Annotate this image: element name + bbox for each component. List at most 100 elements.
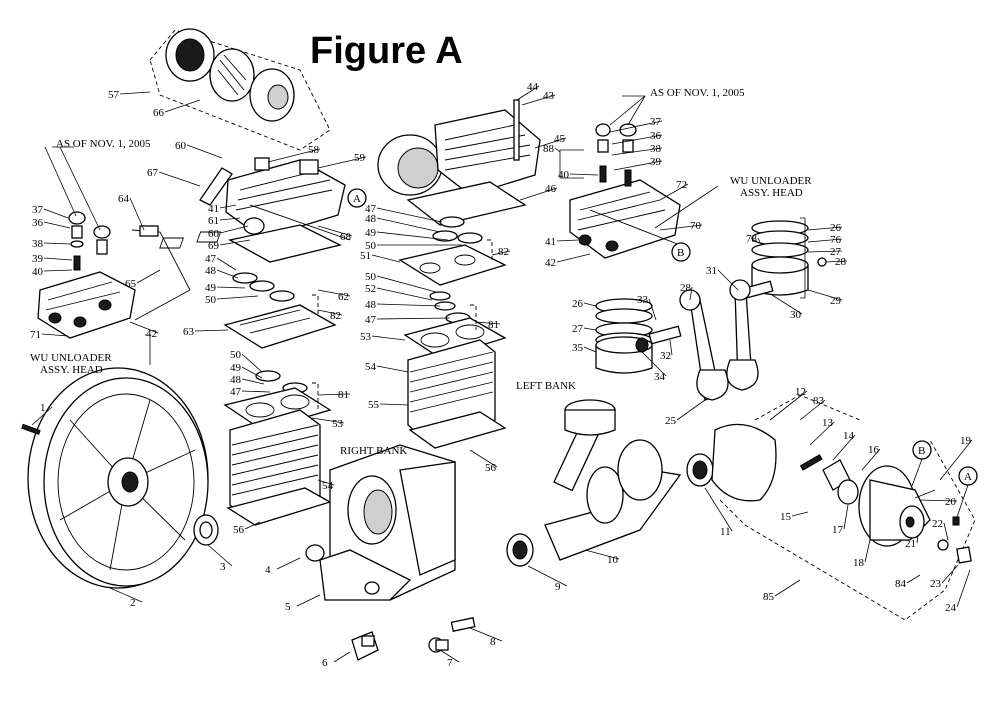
part-label-p65: 65: [125, 278, 137, 290]
crankcase: [305, 444, 456, 601]
leader-line-p23: [941, 564, 959, 584]
part-label-p3: 3: [220, 561, 226, 573]
part-label-p12: 12: [795, 386, 806, 398]
part-label-p71: 71: [30, 329, 41, 341]
part-label-p30: 30: [790, 309, 802, 321]
part-label-p16: 16: [868, 444, 880, 456]
leader-line-p9: [527, 565, 568, 587]
part-label-p28a: 28: [835, 256, 847, 268]
leader-line-p54a: [317, 479, 335, 486]
part-label-p85: 85: [763, 591, 775, 603]
part-label-p55: 55: [368, 399, 380, 411]
leader-line-p49b: [241, 366, 263, 379]
leader-line-p48b: [241, 378, 265, 385]
leader-line-p71: [41, 333, 69, 337]
part-label-p35: 35: [572, 342, 584, 354]
leader-line-p27a: [807, 250, 843, 253]
part-label-p47b: 47: [230, 386, 242, 398]
part-label-p52: 52: [365, 283, 376, 295]
part-label-p39b: 39: [650, 156, 662, 168]
leader-line-p26b: [583, 302, 597, 307]
leader-line-p69: [219, 239, 251, 246]
leader-line-p15: [791, 511, 809, 517]
leader-line-p37b: [609, 120, 663, 133]
part-label-p49b: 49: [230, 362, 242, 374]
leader-line-p26a: [807, 226, 843, 231]
leader-line-p19: [939, 439, 973, 481]
leader-line-p83: [799, 399, 826, 421]
note-as-of-right: AS OF NOV. 1, 2005: [650, 87, 745, 99]
part-label-p23: 23: [930, 578, 942, 590]
leader-line-p59: [317, 156, 367, 169]
flywheel: [21, 367, 209, 589]
part-label-p48c: 48: [365, 213, 377, 225]
part-label-p48a: 48: [205, 265, 217, 277]
leader-line-p48a: [216, 269, 239, 279]
svg-text:B: B: [918, 445, 925, 457]
leader-line-p33: [648, 298, 657, 321]
part-label-p49a: 49: [205, 282, 217, 294]
part-label-p53b: 53: [360, 331, 372, 343]
part-label-p56b: 56: [485, 462, 497, 474]
part-label-p37a: 37: [32, 204, 44, 216]
leader-line-p57: [119, 91, 151, 95]
part-label-p49c: 49: [365, 227, 377, 239]
leader-line-p62: [317, 289, 351, 297]
part-label-p19: 19: [960, 435, 972, 447]
leader-line-p85: [774, 579, 801, 597]
part-label-p1: 1: [40, 402, 46, 414]
leader-line-p56b: [469, 449, 498, 468]
part-label-p48b: 48: [230, 374, 242, 386]
leader-line-p7: [439, 649, 460, 663]
leader-line-p81b: [475, 321, 501, 325]
leader-line-p49c: [376, 231, 449, 241]
leader-line-p44: [516, 85, 540, 101]
part-label-p60b: 60: [208, 228, 220, 240]
bearings-and-seals: [193, 453, 714, 661]
leader-line-p8: [469, 627, 503, 642]
leader-line-p68: [317, 225, 353, 237]
leader-line-p47a: [216, 257, 237, 271]
part-label-p36a: 36: [32, 217, 44, 229]
leader-line-p4: [276, 557, 301, 570]
leader-line-p14: [832, 434, 856, 461]
leader-line-p82b: [491, 250, 511, 256]
part-label-p81a: 81: [338, 389, 349, 401]
part-label-p50d: 50: [365, 271, 377, 283]
leader-line-p61: [219, 217, 241, 221]
part-label-p82a: 82: [330, 310, 341, 322]
part-label-p41b: 41: [545, 236, 556, 248]
leader-line-p41a: [219, 204, 237, 209]
leader-line-p72: [659, 183, 689, 201]
left-bank-head: [377, 99, 541, 226]
leader-line-p82a: [317, 309, 343, 316]
leader-line-p37a: [43, 208, 69, 219]
leader-line-p35: [583, 346, 597, 353]
rear-cover-assembly: [711, 394, 976, 621]
leader-line-p64: [129, 197, 145, 231]
svg-text:B: B: [677, 247, 684, 259]
leader-line-p50d: [376, 275, 437, 293]
part-label-p83: 83: [813, 395, 825, 407]
leader-line-p49a: [216, 286, 246, 289]
leader-line-p45: [534, 137, 567, 149]
part-label-p8: 8: [490, 636, 496, 648]
part-label-p82b: 82: [498, 246, 509, 258]
note-as-of-left: AS OF NOV. 1, 2005: [56, 138, 151, 150]
note-wu-right-2: ASSY. HEAD: [740, 187, 803, 199]
part-label-p40b: 40: [558, 169, 570, 181]
part-label-p29: 29: [830, 295, 842, 307]
part-label-p25: 25: [665, 415, 677, 427]
part-label-p59: 59: [354, 152, 366, 164]
air-filter-assembly: [149, 28, 331, 151]
svg-text:A: A: [353, 193, 361, 205]
leader-line-p38a: [43, 242, 71, 245]
part-label-p47d: 47: [365, 314, 377, 326]
leader-line-p11: [704, 487, 733, 532]
piston-assembly-left: [595, 298, 682, 374]
part-label-p47c: 47: [365, 203, 377, 215]
leader-line-p53b: [371, 335, 406, 341]
part-label-p11: 11: [720, 526, 731, 538]
leader-line-p29: [807, 289, 843, 301]
leader-line-p48c: [376, 217, 441, 233]
